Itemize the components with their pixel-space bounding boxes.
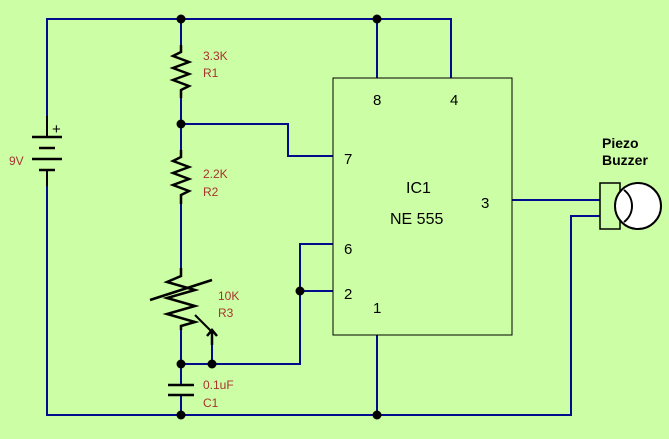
wire-threshold-trigger [211, 243, 334, 365]
ic-ne555: 8 4 7 3 6 2 1 IC1 NE 555 [332, 77, 513, 336]
junction-dot [207, 359, 217, 369]
ic-part-label: NE 555 [390, 211, 443, 228]
junction-dot [176, 410, 186, 420]
pin-8-label: 8 [373, 92, 381, 109]
c1-ref-label: C1 [203, 396, 219, 410]
r1-value-label: 3.3K [203, 49, 228, 63]
r1-ref-label: R1 [203, 66, 219, 80]
junction-dot [295, 286, 305, 296]
pin-1-label: 1 [373, 300, 381, 317]
junction-dot [372, 14, 382, 24]
battery-plus-label: + [52, 121, 61, 138]
wire-wiper [180, 344, 213, 365]
pin-3-label: 3 [481, 195, 489, 212]
r2-ref-label: R2 [203, 185, 219, 199]
potentiometer-r3 [149, 268, 218, 345]
r2-value-label: 2.2K [203, 167, 228, 181]
junction-dot [176, 119, 186, 129]
pin-2-label: 2 [344, 286, 352, 303]
junction-dots [176, 14, 382, 420]
wire-pin7 [180, 123, 334, 157]
buzzer-label-line2: Buzzer [602, 152, 648, 168]
wire-left-rail [46, 18, 601, 416]
wire-top-rail [46, 18, 452, 79]
buzzer-label-line1: Piezo [602, 135, 639, 151]
pin-4-label: 4 [450, 92, 458, 109]
r3-value-label: 10K [218, 289, 239, 303]
piezo-buzzer [599, 182, 662, 230]
junction-dot [372, 410, 382, 420]
pin-6-label: 6 [344, 241, 352, 258]
wires [46, 18, 601, 416]
battery-9v: + [32, 116, 62, 186]
r3-ref-label: R3 [218, 306, 234, 320]
junction-dot [176, 14, 186, 24]
capacitor-c1 [168, 383, 194, 397]
resistor-r1 [169, 45, 193, 98]
c1-value-label: 0.1uF [203, 378, 234, 392]
ic-ref-label: IC1 [406, 180, 431, 197]
pin-7-label: 7 [344, 151, 352, 168]
junction-dot [176, 359, 186, 369]
battery-voltage-label: 9V [9, 154, 24, 168]
resistor-r2 [169, 150, 193, 204]
